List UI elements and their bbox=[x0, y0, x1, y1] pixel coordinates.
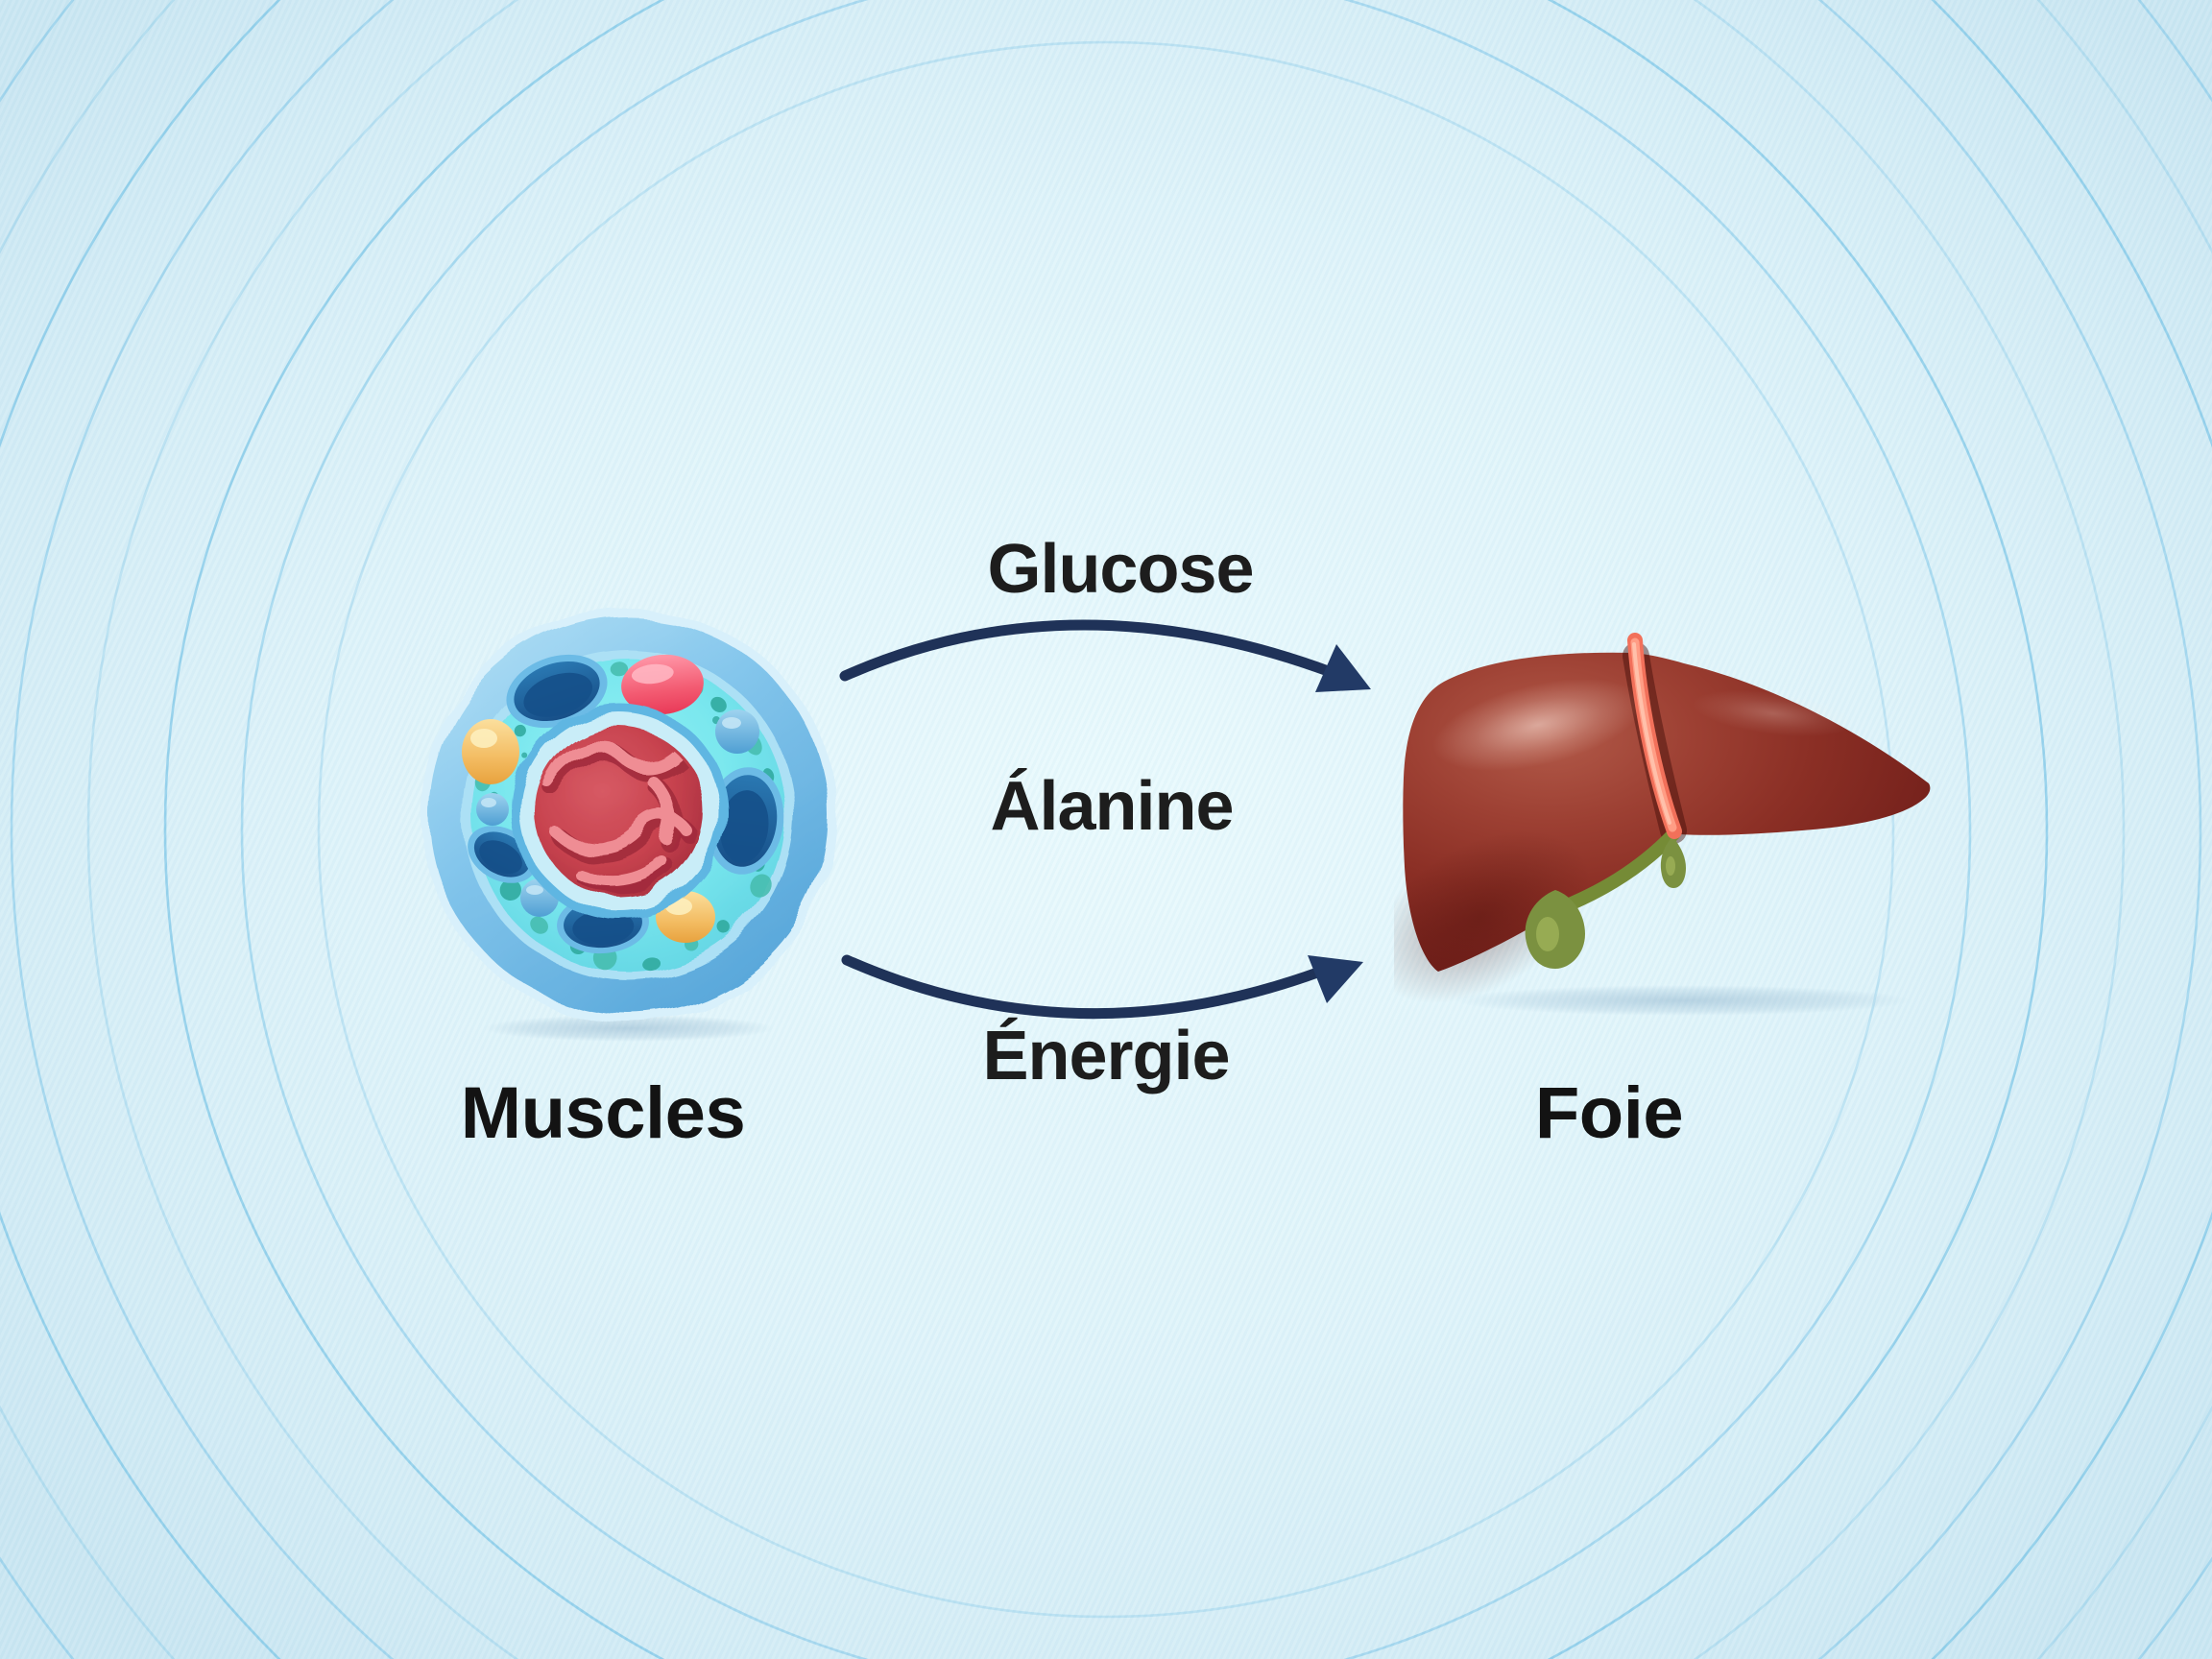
cell-shadow bbox=[483, 1015, 775, 1042]
organelle-mitochondrion-right bbox=[706, 767, 784, 875]
muscles-label: Muscles bbox=[460, 1072, 746, 1154]
organelle-yellow-left bbox=[462, 719, 519, 784]
liver-ligament-band bbox=[1627, 633, 1682, 839]
liver-highlight-right bbox=[1692, 689, 1855, 737]
alanine-label: Álanine bbox=[990, 768, 1234, 845]
liver-shadow bbox=[1454, 985, 1911, 1016]
cell-nucleus bbox=[512, 704, 727, 919]
organelle-pink bbox=[621, 654, 704, 715]
energie-arrowhead bbox=[1308, 955, 1363, 1003]
glucose-label: Glucose bbox=[987, 531, 1254, 608]
muscle-cell-illustration bbox=[421, 608, 836, 1042]
foie-label: Foie bbox=[1534, 1072, 1684, 1154]
organelle-mitochondrion-top-left bbox=[506, 654, 608, 729]
energie-label: Énergie bbox=[982, 1018, 1230, 1094]
organelle-blue-sphere-left bbox=[476, 793, 509, 826]
organelle-blue-sphere-right bbox=[715, 709, 759, 754]
glucose-arrowhead bbox=[1315, 644, 1371, 692]
glucose-arrow bbox=[839, 619, 1371, 692]
liver-highlight-left bbox=[1432, 678, 1644, 772]
gallbladder bbox=[1525, 828, 1686, 969]
energie-arrow bbox=[841, 954, 1363, 1020]
liver-illustration bbox=[1394, 633, 1931, 1016]
